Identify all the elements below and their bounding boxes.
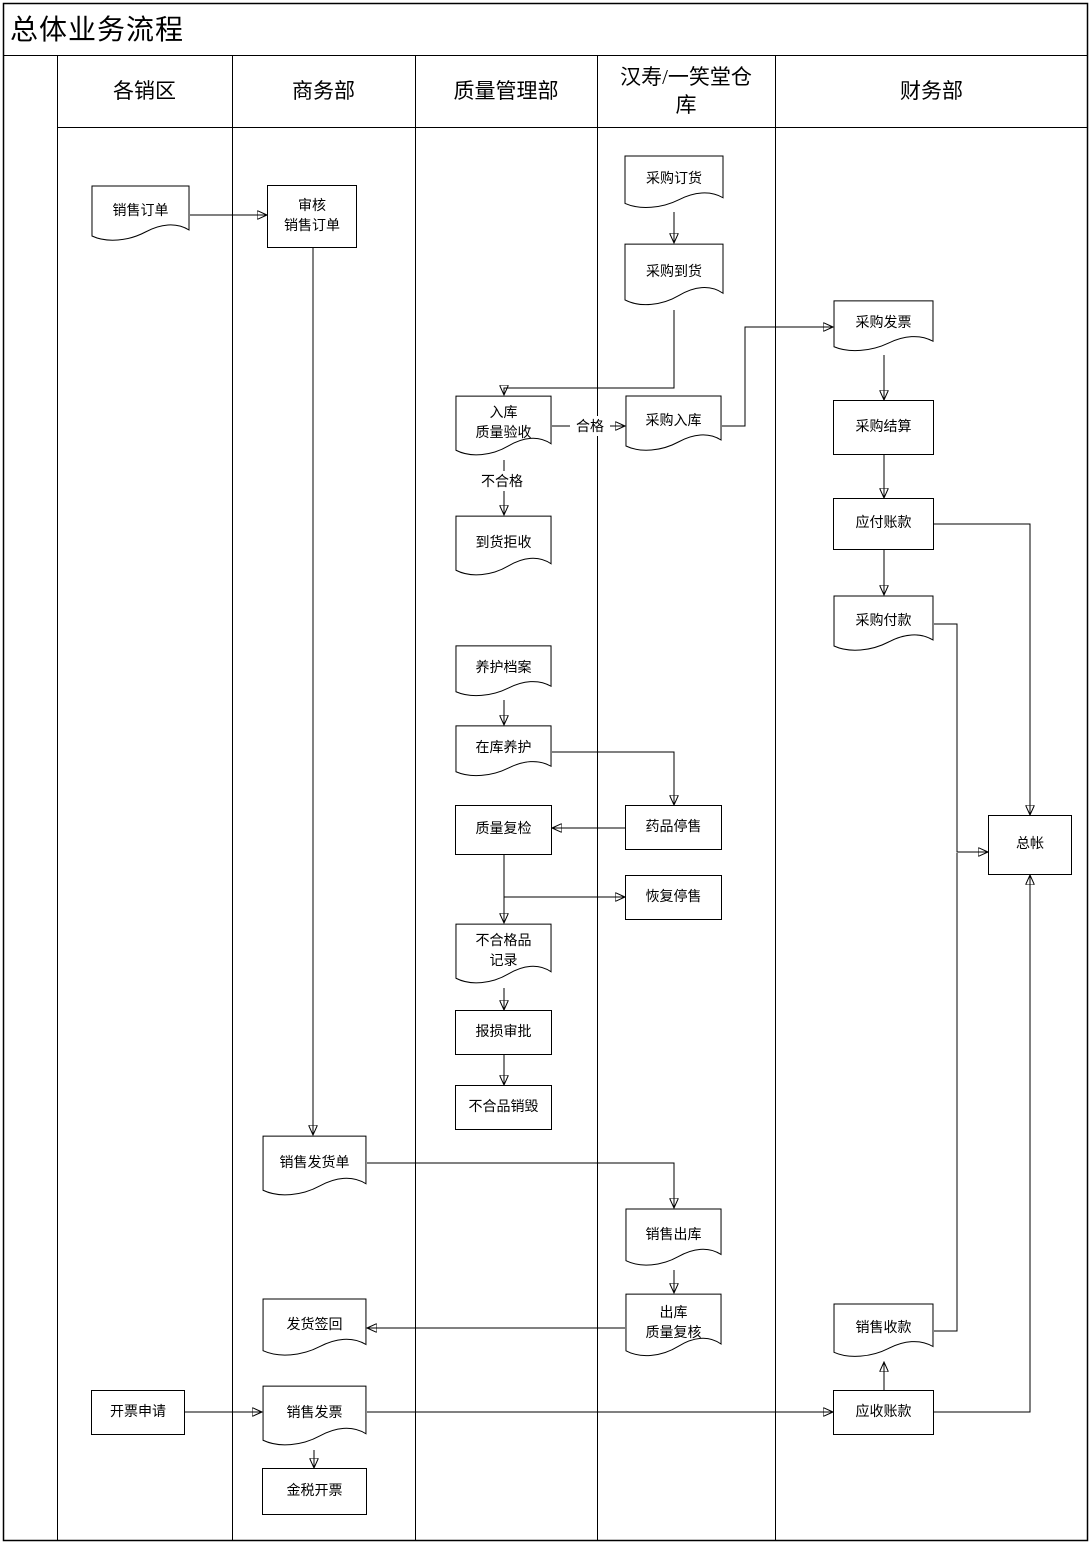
- node-label: 销售出库: [645, 1227, 702, 1243]
- node-label: 在库养护: [475, 741, 532, 757]
- node-label: 金税开票: [286, 1483, 343, 1499]
- edge-inbound-invoice: [722, 327, 833, 427]
- lane-header-commerce-dept: 商务部: [292, 78, 355, 103]
- node-drug-halt: 药品停售: [625, 805, 722, 850]
- node-destruction: 不合品销毁: [455, 1085, 552, 1130]
- node-label: 质量复检: [475, 822, 532, 838]
- edge-label-fail: 不合格: [474, 471, 530, 491]
- node-purchase-invoice: 采购发票: [833, 300, 934, 355]
- node-label: 采购结算: [855, 419, 912, 435]
- node-nonconforming-record: 不合格品 记录: [455, 923, 552, 988]
- node-golden-tax: 金税开票: [262, 1468, 367, 1515]
- node-label: 采购入库: [645, 413, 702, 429]
- node-incoming-qc: 入库 质量验收: [455, 395, 552, 460]
- node-purchase-inbound: 采购入库: [625, 395, 722, 455]
- page-title: 总体业务流程: [10, 15, 185, 46]
- edge-maintenance-halt: [552, 751, 674, 805]
- node-label: 开票申请: [110, 1404, 166, 1420]
- node-purchase-order: 采购订货: [624, 155, 724, 212]
- node-sales-collection: 销售收款: [833, 1303, 934, 1361]
- node-label: 养护档案: [475, 661, 532, 677]
- edge-payment-ledger: [934, 623, 988, 852]
- node-label: 采购订货: [646, 172, 702, 188]
- node-invoicing-request: 开票申请: [91, 1390, 185, 1435]
- node-loss-approval: 报损审批: [455, 1010, 552, 1055]
- edge-payable-ledger: [934, 523, 1030, 815]
- node-label: 审核 销售订单: [284, 198, 340, 234]
- node-maintenance-archive: 养护档案: [455, 645, 552, 700]
- edge-receivable-ledger: [934, 875, 1030, 1413]
- node-label: 销售发货单: [279, 1156, 350, 1172]
- node-label: 采购发票: [855, 316, 912, 332]
- node-resume-sales: 恢复停售: [625, 875, 722, 920]
- node-label: 入库 质量验收: [475, 406, 532, 441]
- node-arrival-rejection: 到货拒收: [455, 515, 552, 580]
- node-purchase-arrival: 采购到货: [624, 243, 724, 310]
- lane-header-quality-dept: 质量管理部: [453, 78, 559, 103]
- node-label: 采购到货: [646, 265, 702, 281]
- edge-deliverynote-outbound: [367, 1162, 674, 1208]
- node-label: 销售收款: [855, 1320, 912, 1336]
- node-label: 销售订单: [112, 203, 169, 219]
- edge-collection-ledger: [934, 853, 958, 1332]
- node-quality-recheck: 质量复检: [455, 805, 552, 855]
- lane-header-warehouse: 汉寿/一笑堂仓库: [620, 64, 752, 117]
- node-accounts-payable: 应付账款: [833, 498, 934, 550]
- node-label: 恢复停售: [645, 889, 702, 905]
- node-purchase-settlement: 采购结算: [833, 400, 934, 455]
- node-general-ledger: 总帐: [988, 815, 1072, 875]
- node-label: 不合格品 记录: [475, 934, 532, 969]
- node-sales-invoice: 销售发票: [262, 1385, 367, 1450]
- node-purchase-payment: 采购付款: [833, 595, 934, 655]
- node-label: 应付账款: [855, 516, 912, 532]
- edge-arrival-incomingqc: [504, 310, 675, 395]
- node-accounts-receivable: 应收账款: [833, 1390, 934, 1435]
- node-sales-outbound: 销售出库: [625, 1208, 722, 1270]
- node-review-sales-order: 审核 销售订单: [267, 185, 357, 248]
- edge-label-pass: 合格: [570, 416, 610, 436]
- node-sales-delivery-note: 销售发货单: [262, 1135, 367, 1200]
- node-label: 销售发票: [286, 1406, 343, 1422]
- node-label: 药品停售: [645, 819, 702, 835]
- node-label: 采购付款: [855, 613, 912, 629]
- node-delivery-signback: 发货签回: [262, 1298, 367, 1360]
- node-label: 报损审批: [475, 1024, 532, 1040]
- node-label: 不合品销毁: [468, 1099, 539, 1115]
- node-outbound-qc: 出库 质量复核: [625, 1293, 722, 1361]
- lane-header-sales-region: 各销区: [113, 78, 176, 103]
- node-sales-order: 销售订单: [91, 185, 190, 245]
- node-label: 应收账款: [855, 1404, 912, 1420]
- node-label: 到货拒收: [475, 536, 532, 552]
- node-instock-maintenance: 在库养护: [455, 725, 552, 780]
- node-label: 发货签回: [286, 1317, 343, 1333]
- lane-header-finance-dept: 财务部: [900, 78, 963, 103]
- node-label: 出库 质量复核: [645, 1305, 702, 1341]
- node-label: 总帐: [1016, 837, 1044, 853]
